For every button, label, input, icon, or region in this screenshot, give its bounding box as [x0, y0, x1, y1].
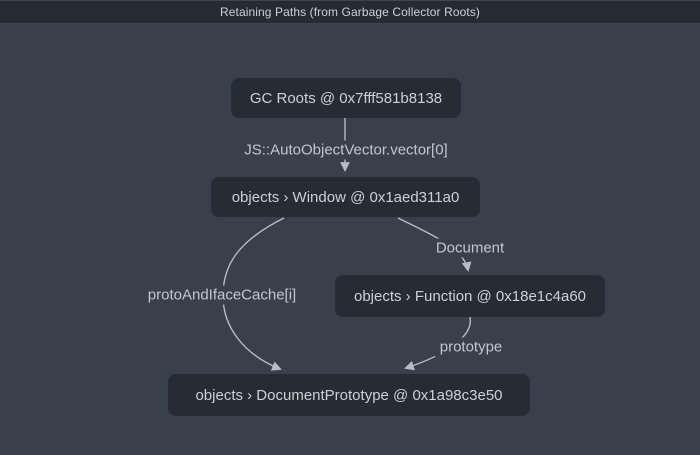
- edge-label-document: Document: [430, 238, 510, 258]
- retaining-paths-graph-canvas[interactable]: JS::AutoObjectVector.vector[0] Document …: [0, 24, 700, 455]
- node-function[interactable]: objects › Function @ 0x18e1c4a60: [335, 275, 605, 317]
- panel-title: Retaining Paths (from Garbage Collector …: [219, 5, 481, 19]
- edge-label-prototype: prototype: [434, 337, 508, 357]
- node-document-prototype[interactable]: objects › DocumentPrototype @ 0x1a98c3e5…: [168, 374, 530, 416]
- edge-label-js-autoobjectvector: JS::AutoObjectVector.vector[0]: [239, 140, 453, 160]
- edge-label-protoandifacecache: protoAndIfaceCache[i]: [142, 285, 302, 305]
- node-window[interactable]: objects › Window @ 0x1aed311a0: [211, 177, 480, 217]
- node-gc-roots[interactable]: GC Roots @ 0x7fff581b8138: [231, 78, 461, 118]
- panel-header: Retaining Paths (from Garbage Collector …: [0, 0, 700, 24]
